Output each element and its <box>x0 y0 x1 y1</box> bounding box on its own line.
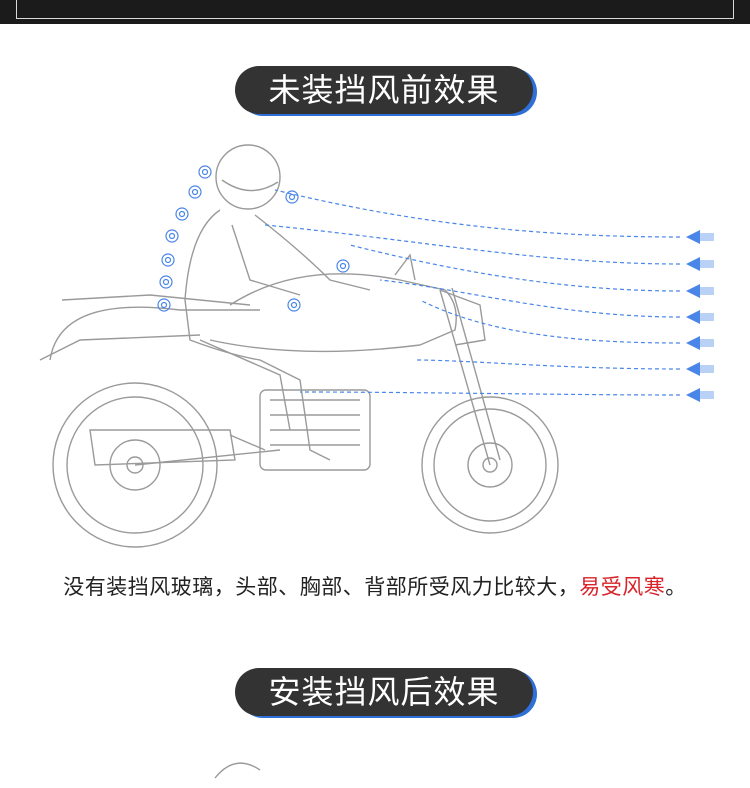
caption: 没有装挡风玻璃，头部、胸部、背部所受风力比较大，易受风寒。 <box>0 571 750 601</box>
swirl-icon <box>157 298 171 312</box>
swirl-icon <box>285 190 299 204</box>
swirl-icon <box>161 253 175 267</box>
left-arrow-icon <box>686 362 700 376</box>
swirl-icon <box>287 298 301 312</box>
top-banner <box>0 0 750 24</box>
motorcycle-illustration <box>39 144 714 548</box>
left-arrow-icon <box>686 388 700 402</box>
caption-end: 。 <box>665 575 687 599</box>
caption-main: 没有装挡风玻璃，头部、胸部、背部所受风力比较大， <box>63 575 580 599</box>
next-illustration-peek <box>214 762 261 779</box>
swirl-icon <box>336 259 350 273</box>
rider-helmet <box>215 144 281 210</box>
swirl-icon <box>165 229 179 243</box>
section-title-after: 安装挡风后效果 <box>235 668 533 716</box>
left-arrow-icon <box>686 284 700 298</box>
left-arrow-icon <box>686 257 700 271</box>
left-arrow-icon <box>686 230 700 244</box>
banner-frame <box>16 0 734 19</box>
swirl-icon <box>175 207 189 221</box>
caption-highlight: 易受风寒 <box>579 575 666 599</box>
swirl-icon <box>198 165 212 179</box>
swirl-icon <box>188 185 202 199</box>
swirl-icon <box>159 275 173 289</box>
section-title-before: 未装挡风前效果 <box>235 66 533 114</box>
swirl-icons <box>157 165 350 312</box>
wind-arrows <box>686 230 700 402</box>
left-arrow-icon <box>686 336 700 350</box>
left-arrow-icon <box>686 310 700 324</box>
rear-wheel <box>52 382 218 548</box>
wind-lines <box>264 189 681 396</box>
front-wheel <box>421 396 559 534</box>
